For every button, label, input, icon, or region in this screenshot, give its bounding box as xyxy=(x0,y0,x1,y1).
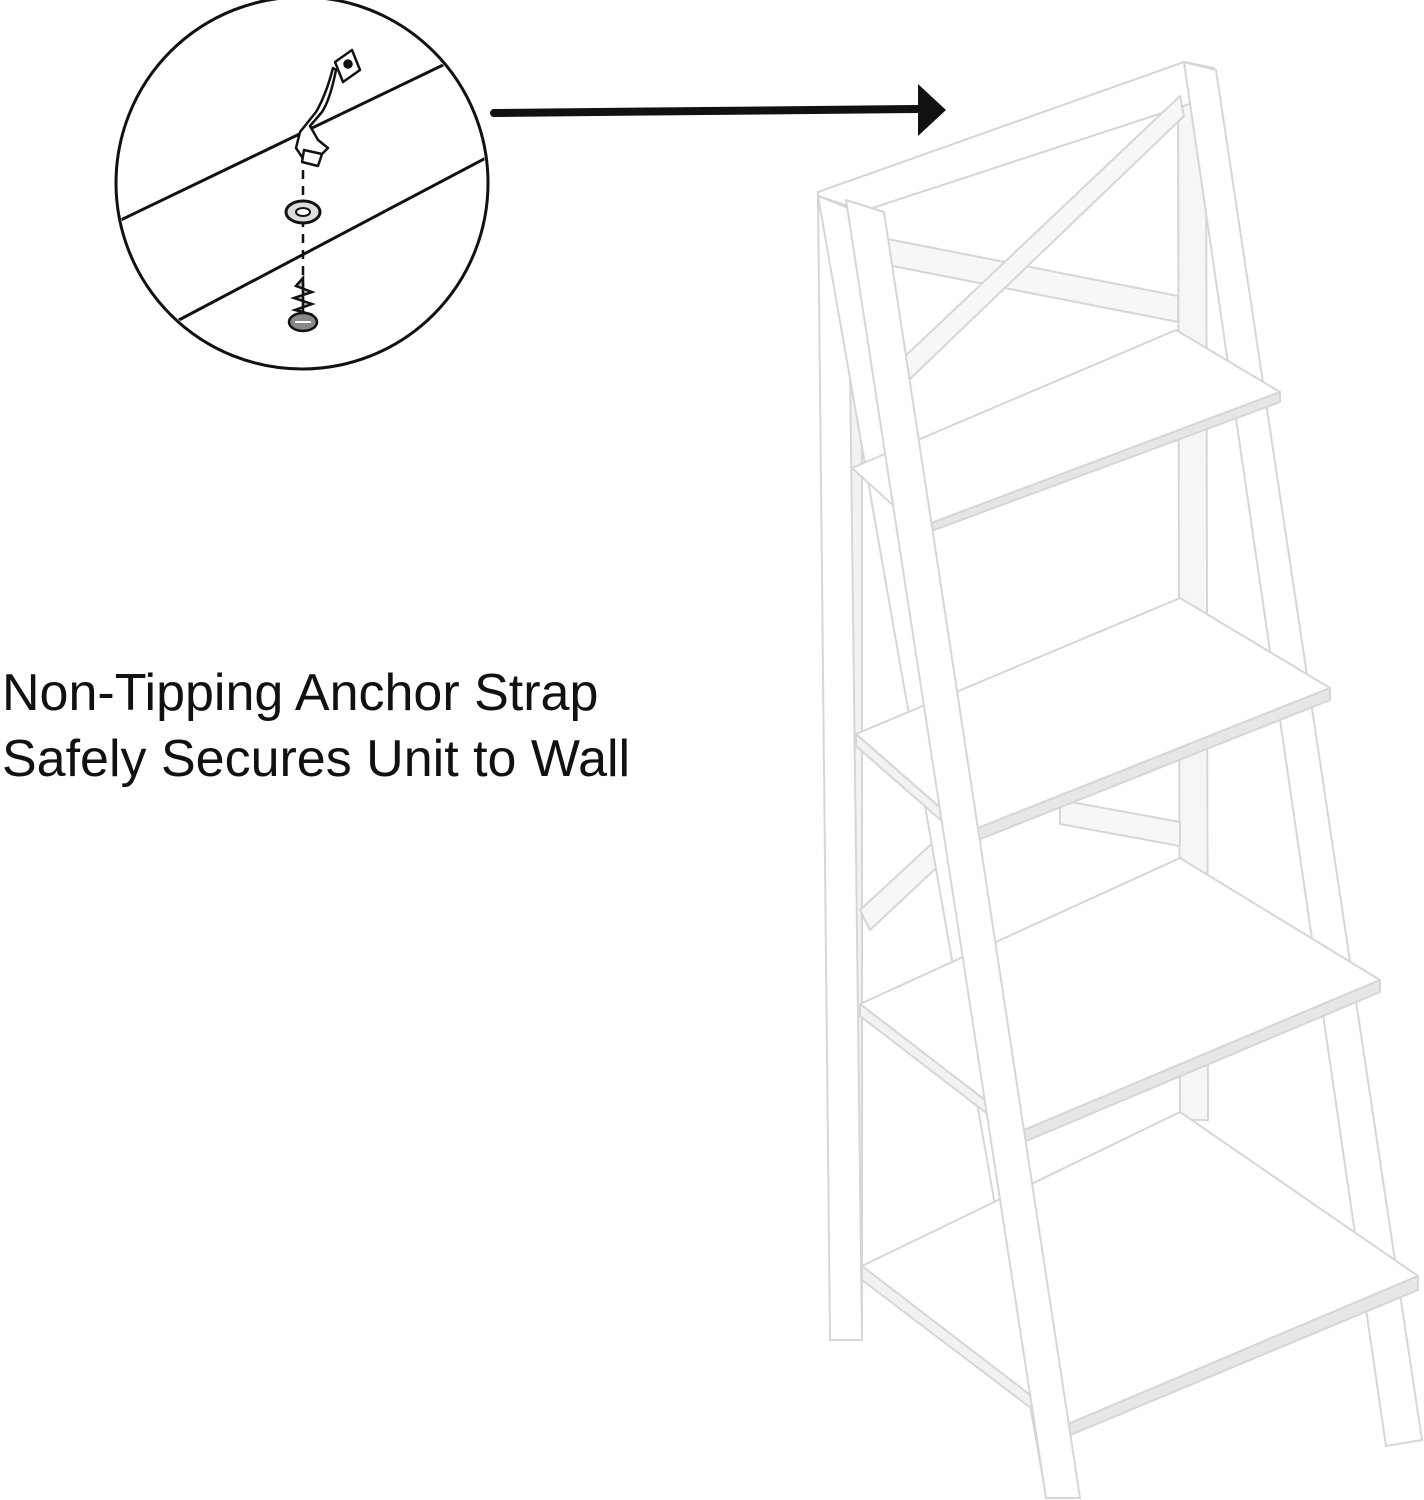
shelf-1 xyxy=(851,329,1281,537)
anchor-strap-detail-icon xyxy=(114,0,490,371)
feature-caption: Non-Tipping Anchor Strap Safely Secures … xyxy=(2,660,702,792)
front-post-left xyxy=(817,195,863,1341)
screw-icon xyxy=(287,274,319,333)
ladder-bookshelf-illustration xyxy=(817,61,1423,1499)
washer-icon xyxy=(284,199,322,225)
anchor-strap-icon xyxy=(294,48,362,168)
rear-bar-lower xyxy=(1059,799,1181,847)
shelf-4 xyxy=(861,1111,1419,1437)
front-rail-diagonal-overlay xyxy=(845,199,1081,1499)
arrow-right-icon xyxy=(490,84,946,136)
caption-line-1: Non-Tipping Anchor Strap xyxy=(2,664,599,722)
shelf-3 xyxy=(859,857,1381,1143)
caption-line-2: Safely Secures Unit to Wall xyxy=(2,730,631,788)
